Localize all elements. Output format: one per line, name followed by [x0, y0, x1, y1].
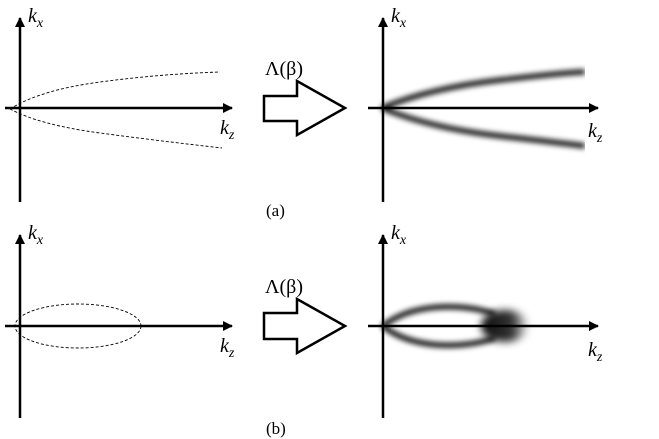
dispersion-curve-upper [9, 71, 221, 110]
dispersion-ellipse [14, 303, 142, 349]
operator-label: Λ(β) [265, 276, 303, 298]
caption-a: (a) [266, 201, 285, 220]
operator-arrow-b: Λ(β) [262, 276, 348, 356]
operator-arrow-a: Λ(β) [262, 58, 348, 138]
operator-label: Λ(β) [265, 58, 303, 80]
spectrum-cutoff-mask [585, 55, 655, 165]
kx-label: kx [28, 5, 44, 31]
kx-label: kx [391, 222, 407, 248]
kz-label: kz [588, 120, 603, 146]
hollow-arrow [262, 78, 348, 138]
kx-label: kx [28, 222, 44, 248]
panel-b-left-plot: kx kz [5, 222, 235, 418]
kx-label: kx [391, 5, 407, 31]
hollow-arrow [262, 296, 348, 356]
kz-label: kz [220, 335, 235, 361]
caption-b: (b) [266, 419, 286, 438]
dispersion-curve-lower [9, 108, 223, 149]
panel-b-right-plot: kx kz [368, 222, 603, 418]
panel-a-left-plot: kx kz [5, 5, 235, 202]
panel-a-right-plot: kx kz [368, 5, 655, 202]
blurred-spectrum-a [381, 69, 586, 149]
kz-label: kz [220, 117, 235, 143]
kz-label: kz [588, 339, 603, 365]
